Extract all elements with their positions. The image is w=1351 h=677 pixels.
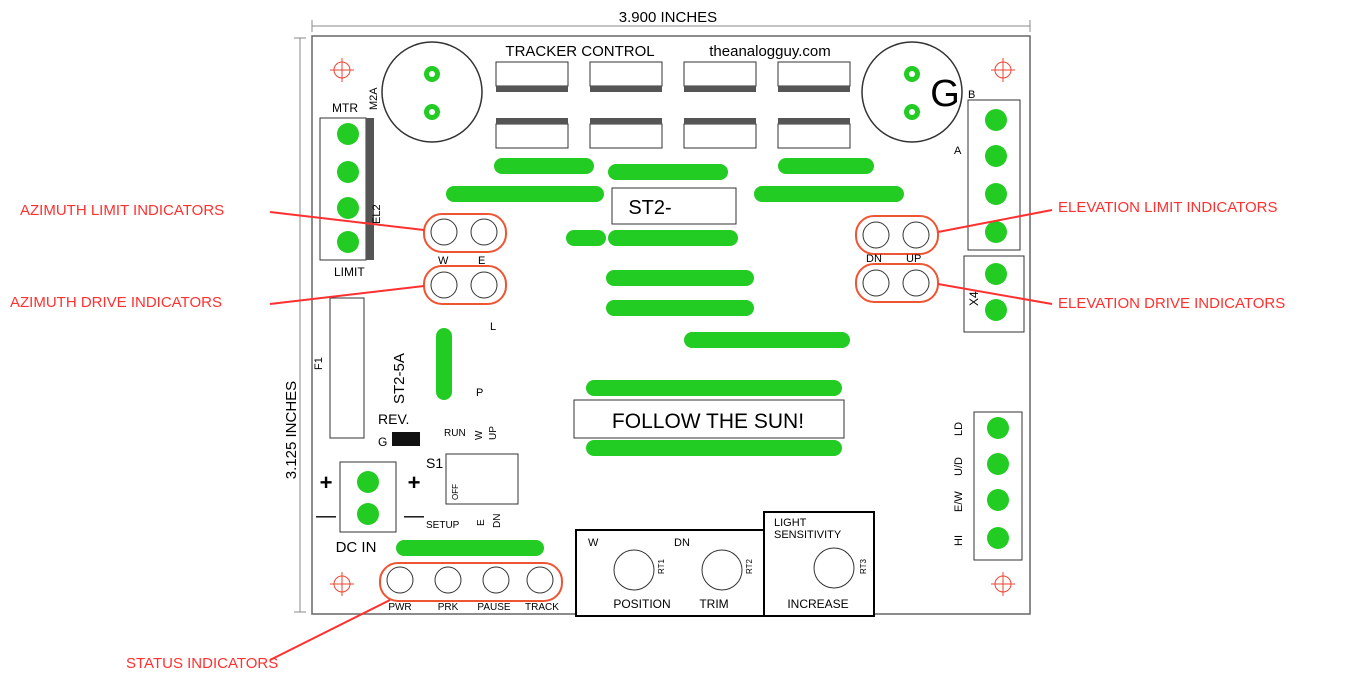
limit-label: LIMIT [334,265,365,279]
status-prk-label: PRK [438,602,459,613]
tracker-connectors [495,61,851,149]
callout-elevation-drive: ELEVATION DRIVE INDICATORS [1058,295,1286,312]
switch-up: UP [488,426,499,440]
motor-connector [319,117,374,261]
status-led-outline [379,562,563,602]
dc-minus-right: — [404,505,424,527]
pot-w-label: W [588,537,599,549]
fuse-label: F1 [313,357,325,370]
conn-hi: HI [953,535,965,546]
switch-off: OFF [451,484,460,500]
label-b: B [968,89,975,101]
main-ic [611,187,737,225]
switch-e: E [476,519,487,526]
pot-position-label: POSITION [613,597,670,611]
status-pause-label: PAUSE [477,602,510,613]
width-dimension-label: 3.900 INCHES [619,9,717,26]
switch-run: RUN [444,428,466,439]
revision-label: REV. [378,411,409,427]
large-capacitor-right [861,41,963,143]
x4-label: X4 [967,291,981,306]
conn-ew: E/W [953,491,965,512]
board-title: TRACKER CONTROL [505,43,654,60]
el-label: EL2 [371,204,383,224]
elevation-drive-led-outline [855,263,939,303]
large-capacitor-left [381,41,483,143]
motor-label: MTR [332,101,358,115]
dc-plus-left: + [320,470,333,495]
mount-holes [330,58,1015,596]
increase-label: INCREASE [787,597,848,611]
pad-rows [396,158,904,556]
label-l: L [490,321,496,333]
label-a: A [954,145,962,157]
elevation-limit-led-outline [855,215,939,255]
main-ic-label: ST2- [628,197,671,219]
conn-ud: U/D [953,457,965,476]
capacitor-g-label: G [930,73,960,115]
azimuth-limit-led-outline [423,213,507,253]
fuse-holder [329,297,365,439]
conn-ld: LD [953,422,965,436]
callout-leaders [269,209,1053,661]
label-p: P [476,387,483,399]
callout-status: STATUS INDICATORS [126,655,279,672]
pot-dn-label: DN [674,537,690,549]
board-website: theanalogguy.com [709,43,830,60]
follow-the-sun-label: FOLLOW THE SUN! [612,410,804,433]
callout-elevation-limit: ELEVATION LIMIT INDICATORS [1058,199,1278,216]
rt3-label: RT3 [859,558,868,574]
light-label: LIGHT [774,517,807,529]
azimuth-drive-led-outline [423,265,507,305]
status-pwr-label: PWR [388,602,411,613]
dip-switch [445,453,519,505]
dc-in-label: DC IN [336,539,377,556]
dc-plus-right: + [408,470,421,495]
rt1-label: RT1 [657,558,666,574]
switch-w: W [474,430,485,440]
led-up-label: UP [906,253,921,265]
motor-sub-label: M2A [368,87,380,110]
follow-the-sun-ic [573,399,845,439]
rt2-label: RT2 [745,558,754,574]
switch-dn: DN [492,514,503,528]
led-w-label: W [438,255,449,267]
height-dimension-label: 3.125 INCHES [283,381,300,479]
callout-azimuth-limit: AZIMUTH LIMIT INDICATORS [20,202,225,219]
switch-setup: SETUP [426,520,460,531]
revision-box [392,432,420,446]
sensitivity-label: SENSITIVITY [774,529,842,541]
board-name-label: ST2-5A [391,353,408,404]
switch-label: S1 [426,455,443,471]
ground-mark: G [378,435,387,449]
dc-minus-left: — [316,505,336,527]
led-dn-label: DN [866,253,882,265]
status-track-label: TRACK [525,602,559,613]
led-e-label: E [478,255,485,267]
callout-azimuth-drive: AZIMUTH DRIVE INDICATORS [10,294,222,311]
pot-trim-label: TRIM [699,597,728,611]
